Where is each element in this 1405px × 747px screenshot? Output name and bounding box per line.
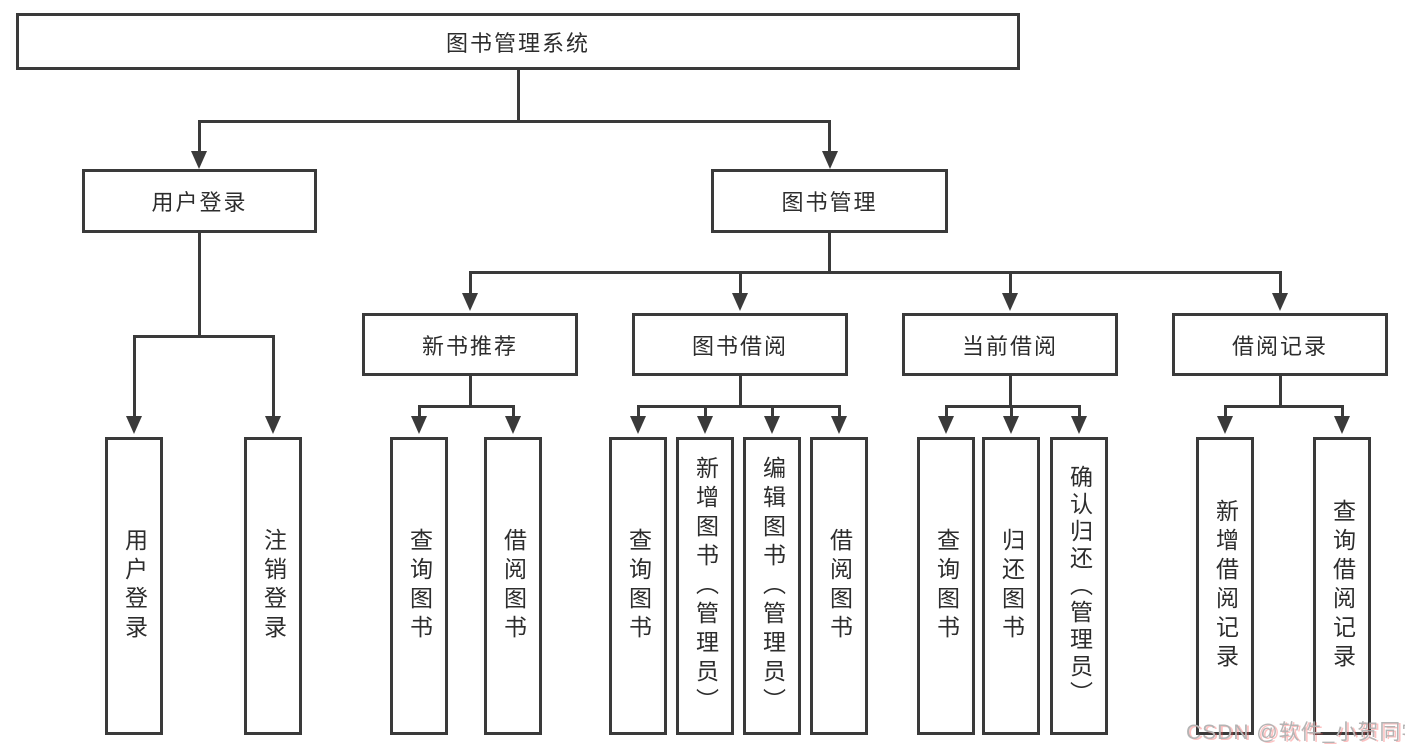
node-user-login: 用户登录 (82, 169, 317, 233)
node-current: 当前借阅 (902, 313, 1118, 376)
leaf-logout: 注销登录 (244, 437, 302, 735)
connector-current-stem (1009, 376, 1012, 407)
connector-newbooks-drop-1 (418, 405, 421, 417)
leaf-label: 新增图书（管理员） (692, 455, 719, 717)
connector-borrow-drop-3 (771, 405, 774, 417)
leaf-label: 查询图书 (625, 528, 652, 644)
arrow-down-icon (265, 416, 281, 434)
node-records: 借阅记录 (1172, 313, 1388, 376)
connector-current-drop-1 (945, 405, 948, 417)
connector-borrow-drop-1 (637, 405, 640, 417)
node-book-mgmt: 图书管理 (711, 169, 948, 233)
connector-userlogin-drop-2 (272, 335, 275, 416)
arrow-down-icon (505, 416, 521, 434)
leaf-records-add: 新增借阅记录 (1196, 437, 1254, 735)
arrow-down-icon (764, 416, 780, 434)
arrow-down-icon (126, 416, 142, 434)
arrow-down-icon (1272, 293, 1288, 311)
arrow-down-icon (732, 293, 748, 311)
arrow-down-icon (1003, 416, 1019, 434)
arrow-down-icon (1002, 293, 1018, 311)
node-user-login-label: 用户登录 (151, 190, 248, 215)
leaf-label: 查询图书 (933, 528, 960, 644)
arrow-down-icon (1071, 416, 1087, 434)
connector-newbooks-drop-2 (512, 405, 515, 417)
leaf-borrow-query: 查询图书 (609, 437, 667, 735)
connector-bookmgmt-bar (469, 271, 1282, 274)
connector-root-drop-left (198, 120, 201, 152)
connector-borrow-stem (739, 376, 742, 407)
arrow-down-icon (462, 293, 478, 311)
csdn-watermark: CSDN @软件_小贺同学 (1186, 721, 1405, 744)
leaf-current-confirm-admin: 确认归还（管理员） (1050, 437, 1108, 735)
connector-root-bar (198, 120, 831, 123)
node-current-label: 当前借阅 (961, 333, 1058, 359)
leaf-current-query: 查询图书 (917, 437, 975, 735)
connector-borrow-drop-2 (704, 405, 707, 417)
leaf-user-login: 用户登录 (105, 437, 163, 735)
connector-records-drop-2 (1341, 405, 1344, 417)
node-new-books-label: 新书推荐 (421, 333, 518, 359)
node-borrow: 图书借阅 (632, 313, 848, 376)
connector-bookmgmt-drop-3 (1009, 271, 1012, 293)
node-new-books: 新书推荐 (362, 313, 578, 376)
arrow-down-icon (822, 151, 838, 169)
connector-newbooks-stem (469, 376, 472, 407)
arrow-down-icon (831, 416, 847, 434)
connector-current-drop-2 (1010, 405, 1013, 417)
leaf-label: 用户登录 (121, 528, 148, 644)
leaf-label: 借阅图书 (826, 528, 853, 644)
leaf-label: 查询图书 (406, 528, 433, 644)
node-borrow-label: 图书借阅 (691, 333, 788, 359)
leaf-newbooks-borrow: 借阅图书 (484, 437, 542, 735)
leaf-label: 借阅图书 (500, 528, 527, 644)
connector-records-stem (1279, 376, 1282, 407)
connector-userlogin-stem (198, 233, 201, 336)
connector-current-drop-3 (1078, 405, 1081, 417)
connector-bookmgmt-stem (828, 233, 831, 273)
leaf-label: 确认归还（管理员） (1066, 464, 1093, 708)
arrow-down-icon (1217, 416, 1233, 434)
arrow-down-icon (697, 416, 713, 434)
leaf-borrow-edit-admin: 编辑图书（管理员） (743, 437, 801, 735)
connector-root-drop-right (828, 120, 831, 152)
leaf-current-return: 归还图书 (982, 437, 1040, 735)
connector-bookmgmt-drop-4 (1279, 271, 1282, 293)
arrow-down-icon (938, 416, 954, 434)
connector-records-drop-1 (1224, 405, 1227, 417)
connector-root-stem (517, 70, 520, 120)
arrow-down-icon (191, 151, 207, 169)
connector-userlogin-drop-1 (133, 335, 136, 416)
leaf-label: 归还图书 (998, 528, 1025, 644)
arrow-down-icon (411, 416, 427, 434)
leaf-borrow-add-admin: 新增图书（管理员） (676, 437, 734, 735)
connector-bookmgmt-drop-1 (469, 271, 472, 293)
node-records-label: 借阅记录 (1231, 333, 1328, 359)
connector-userlogin-bar (133, 335, 275, 338)
node-book-mgmt-label: 图书管理 (781, 190, 878, 215)
leaf-label: 新增借阅记录 (1212, 499, 1239, 673)
leaf-label: 注销登录 (260, 528, 287, 644)
connector-current-bar (945, 405, 1081, 408)
node-root-label: 图书管理系统 (445, 30, 590, 56)
arrow-down-icon (1334, 416, 1350, 434)
connector-newbooks-bar (418, 405, 515, 408)
leaf-records-query: 查询借阅记录 (1313, 437, 1371, 735)
leaf-borrow-borrow: 借阅图书 (810, 437, 868, 735)
connector-bookmgmt-drop-2 (739, 271, 742, 293)
connector-borrow-drop-4 (838, 405, 841, 417)
connector-borrow-bar (637, 405, 841, 408)
leaf-newbooks-query: 查询图书 (390, 437, 448, 735)
leaf-label: 查询借阅记录 (1329, 499, 1356, 673)
node-root: 图书管理系统 (16, 13, 1020, 70)
connector-records-bar (1224, 405, 1344, 408)
arrow-down-icon (630, 416, 646, 434)
leaf-label: 编辑图书（管理员） (759, 455, 786, 717)
